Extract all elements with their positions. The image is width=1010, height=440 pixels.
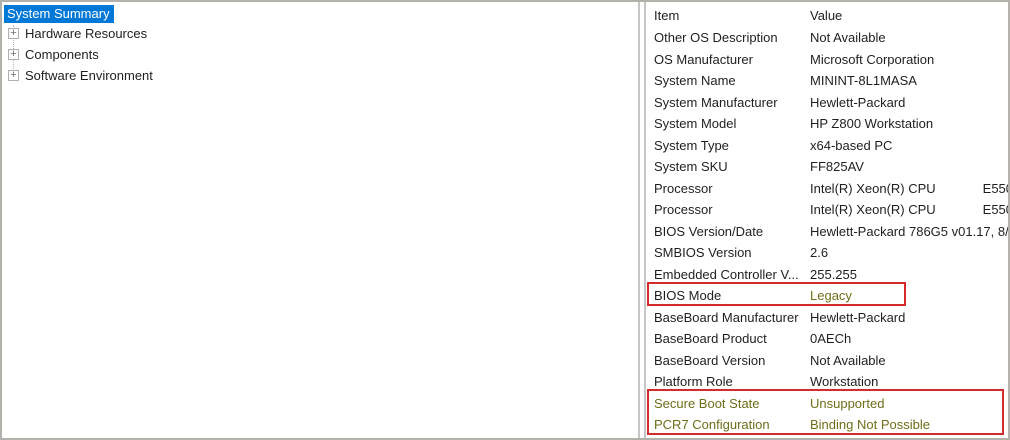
tree-item-label: Software Environment [25, 68, 153, 83]
table-row[interactable]: Processor Intel(R) Xeon(R) CPU E5506 [646, 199, 1008, 221]
item-cell: BaseBoard Manufacturer [654, 309, 799, 325]
value-cell: Binding Not Possible [810, 417, 930, 432]
item-cell: Secure Boot State [654, 395, 760, 411]
value-cell: HP Z800 Workstation [810, 116, 934, 131]
table-row[interactable]: BaseBoard Product 0AECh [646, 328, 1008, 350]
value-cell: Hewlett-Packard 786G5 v01.17, 8/ [810, 223, 1008, 239]
table-row[interactable]: Embedded Controller V... 255.255 [646, 264, 1008, 286]
table-row[interactable]: System Manufacturer Hewlett-Packard [646, 92, 1008, 114]
tree-item-software-environment[interactable]: + Software Environment [2, 65, 638, 86]
table-row[interactable]: BaseBoard Manufacturer Hewlett-Packard [646, 307, 1008, 329]
value-cell: Not Available [810, 30, 886, 45]
item-cell: BIOS Mode [654, 288, 722, 303]
table-row[interactable]: PCR7 Configuration Binding Not Possible [646, 414, 1008, 436]
value-cell: Workstation [810, 374, 879, 389]
table-row[interactable]: OS Manufacturer Microsoft Corporation [646, 49, 1008, 71]
item-cell: Platform Role [654, 374, 733, 389]
value-cell: FF825AV [810, 159, 864, 174]
tree-item-label: Hardware Resources [25, 26, 148, 41]
tree-item-hardware-resources[interactable]: + Hardware Resources [2, 23, 638, 44]
item-cell: System Name [654, 73, 736, 88]
item-cell: SMBIOS Version [654, 245, 752, 260]
item-cell: BIOS Version/Date [654, 223, 764, 239]
table-row[interactable]: Processor Intel(R) Xeon(R) CPU E5506 [646, 178, 1008, 200]
tree-item-system-summary[interactable]: System Summary [4, 5, 114, 23]
item-cell: System Manufacturer [654, 94, 778, 110]
column-header-item[interactable]: Item [654, 8, 680, 23]
value-cell: Intel(R) Xeon(R) CPU E5506 [810, 180, 1008, 196]
value-cell: Intel(R) Xeon(R) CPU E5506 [810, 202, 1008, 217]
item-cell: System Model [654, 116, 737, 131]
value-cell: 255.255 [810, 266, 857, 282]
column-header-value[interactable]: Value [810, 8, 843, 23]
list-header: Item Value [646, 5, 1008, 27]
item-cell: BaseBoard Version [654, 352, 766, 368]
table-row[interactable]: System Model HP Z800 Workstation [646, 113, 1008, 135]
value-cell: Microsoft Corporation [810, 51, 935, 67]
item-cell: Embedded Controller V... [654, 266, 799, 282]
value-cell: Hewlett-Packard [810, 309, 906, 325]
category-tree-pane: System Summary + Hardware Resources + Co… [2, 2, 640, 438]
value-cell: 0AECh [810, 331, 852, 346]
table-row[interactable]: Platform Role Workstation [646, 371, 1008, 393]
table-row[interactable]: BaseBoard Version Not Available [646, 350, 1008, 372]
table-row[interactable]: Secure Boot State Unsupported [646, 393, 1008, 415]
value-cell: Legacy [810, 288, 852, 303]
tree-items: + Hardware Resources + Components + Soft… [2, 23, 638, 86]
expand-plus-icon[interactable]: + [8, 49, 19, 60]
table-row[interactable]: System Type x64-based PC [646, 135, 1008, 157]
item-cell: Processor [654, 180, 713, 196]
item-cell: OS Manufacturer [654, 51, 753, 67]
expand-plus-icon[interactable]: + [8, 28, 19, 39]
expand-plus-icon[interactable]: + [8, 70, 19, 81]
table-row[interactable]: Other OS Description Not Available [646, 27, 1008, 49]
table-row[interactable]: BIOS Version/Date Hewlett-Packard 786G5 v… [646, 221, 1008, 243]
table-row[interactable]: System SKU FF825AV [646, 156, 1008, 178]
value-cell: Unsupported [810, 395, 885, 411]
value-cell: x64-based PC [810, 137, 893, 153]
item-cell: System SKU [654, 159, 728, 174]
item-cell: System Type [654, 137, 729, 153]
table-row[interactable]: System Name MININT-8L1MASA [646, 70, 1008, 92]
tree-item-components[interactable]: + Components [2, 44, 638, 65]
value-cell: MININT-8L1MASA [810, 73, 917, 88]
item-cell: Other OS Description [654, 30, 778, 45]
item-cell: BaseBoard Product [654, 331, 767, 346]
value-cell: Hewlett-Packard [810, 94, 906, 110]
value-cell: Not Available [810, 352, 886, 368]
table-row[interactable]: BIOS Mode Legacy [646, 285, 1008, 307]
item-cell: PCR7 Configuration [654, 417, 770, 432]
item-cell: Processor [654, 202, 713, 217]
table-row[interactable]: SMBIOS Version 2.6 [646, 242, 1008, 264]
tree-item-label: Components [25, 47, 99, 62]
value-cell: 2.6 [810, 245, 829, 260]
